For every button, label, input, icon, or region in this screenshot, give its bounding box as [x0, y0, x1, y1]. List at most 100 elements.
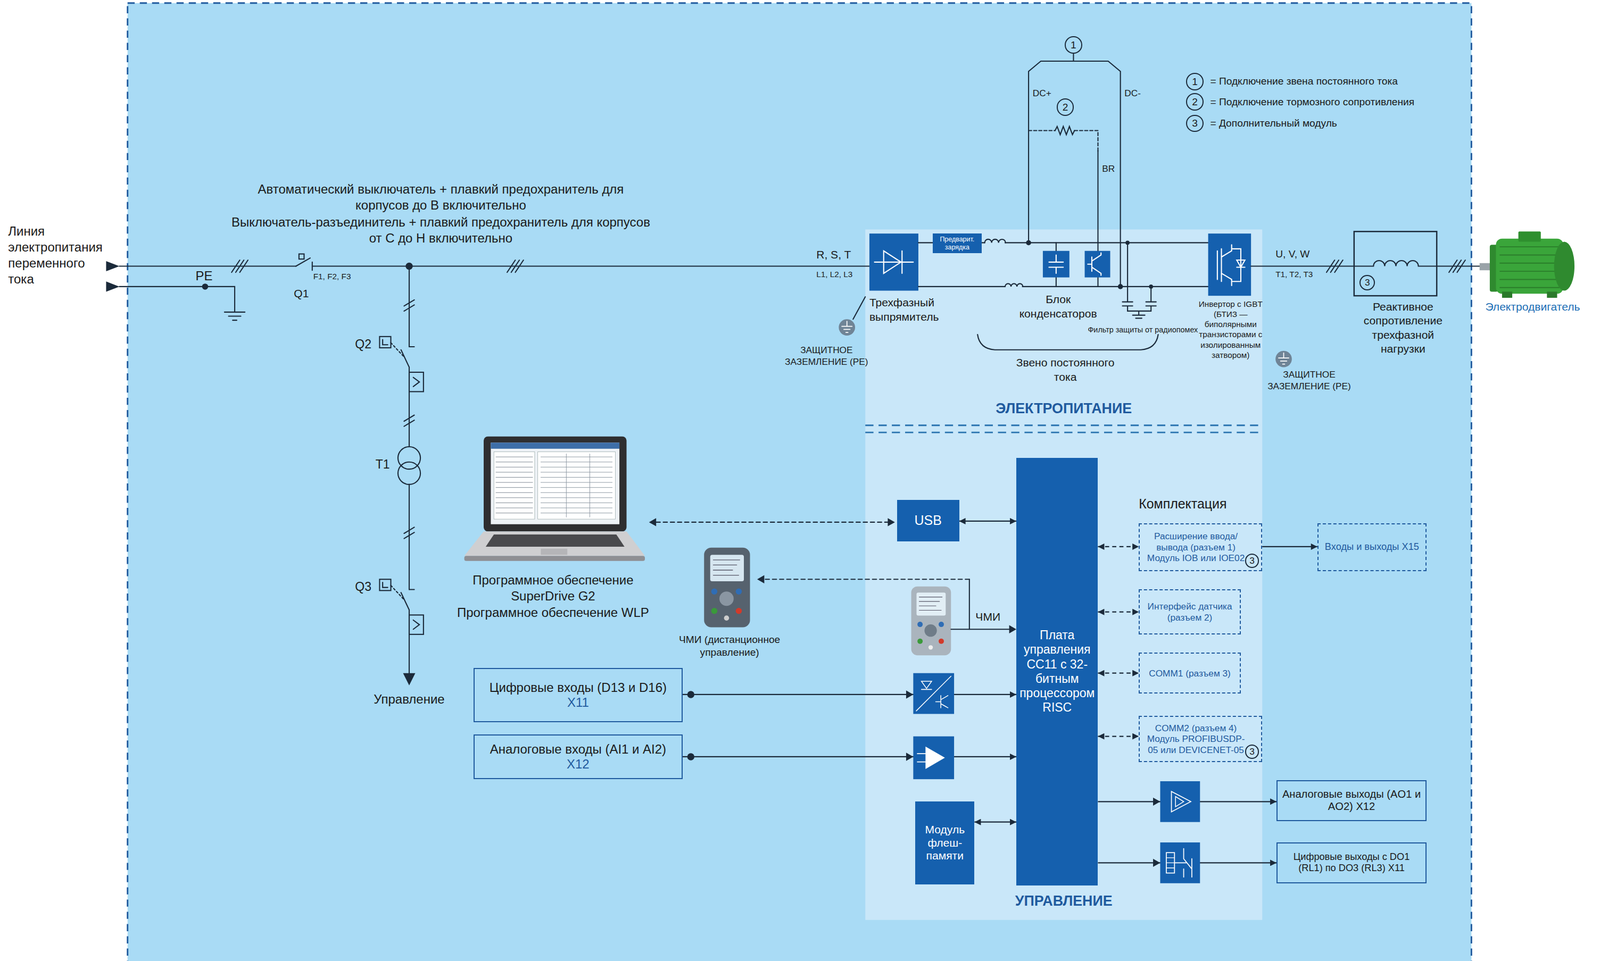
node-text: COMM1 (разъем 3) [1148, 668, 1231, 679]
breaker-symbol [409, 615, 424, 635]
relay-output-symbol [1159, 842, 1200, 884]
laptop-image [485, 534, 625, 547]
input-terminal-dot [906, 690, 914, 699]
label-text: Блок конденсаторов [1013, 292, 1104, 321]
reactor-symbol [1354, 231, 1482, 296]
node-text: COMM2 (разъем 4) Модуль PROFIBUSDP-05 ил… [1142, 723, 1249, 756]
node-text: USB [914, 512, 942, 529]
usb-box: USB [897, 500, 960, 543]
optocoupler-symbol [921, 681, 932, 689]
motor-image [1546, 291, 1557, 298]
input-terminal-dot [1153, 859, 1160, 868]
breaker-symbol [413, 377, 420, 387]
connector [1097, 546, 1139, 548]
legend-text: = Подключение звена постоянного тока [1209, 75, 1398, 88]
hmi-image [911, 586, 952, 657]
flash-module: Модуль флеш-памяти [915, 801, 975, 885]
callout-number: 1 [1186, 72, 1204, 91]
transformer-symbol [398, 446, 421, 485]
connector [1262, 546, 1318, 548]
ground-symbol [1275, 351, 1292, 368]
laptop-link [649, 518, 657, 527]
brake-chopper [1084, 251, 1111, 287]
hmi-image [703, 548, 750, 628]
analog-output-symbol [1171, 791, 1191, 812]
supply-line [119, 265, 296, 267]
control-branch [403, 673, 416, 686]
input-terminal-dot [906, 752, 914, 761]
optocoupler-symbol [916, 676, 951, 711]
emc-filter [1122, 242, 1157, 319]
dc-bus [1005, 283, 1023, 287]
label-text: DC- [1124, 87, 1156, 100]
legend-text: = Подключение тормозного сопротивления [1209, 96, 1415, 109]
rectifier-symbol [869, 233, 919, 291]
drawing [105, 54, 1575, 884]
control-board: Плата управления CC11 с 32-битным процес… [1016, 458, 1098, 886]
node-text: Входы и выходы X15 [1324, 541, 1420, 553]
label-text: Инвертор с IGBT (БТИЗ — биполярными тран… [1186, 299, 1275, 361]
legend-text: = Дополнительный модуль [1209, 117, 1337, 130]
optocoupler-symbol [935, 695, 949, 709]
laptop-image [493, 452, 535, 520]
supply-line [231, 260, 248, 273]
hmi-image [916, 592, 946, 616]
breaker-symbol [390, 585, 404, 601]
supply-line [312, 265, 870, 267]
hmi-image [710, 554, 744, 582]
label-text: Q2 [354, 336, 382, 353]
analog-output-symbol [1159, 781, 1200, 823]
motor-line [1326, 260, 1343, 273]
control-branch [408, 266, 410, 676]
breaker-symbol [409, 589, 415, 591]
label-text: ЗАЩИТНОЕ ЗАЗЕМЛЕНИЕ (PE) [1265, 369, 1353, 393]
laptop-image [464, 556, 645, 562]
callout-number: 3 [1186, 114, 1204, 133]
rectifier-symbol [901, 251, 903, 274]
analog-input-symbol [913, 736, 955, 781]
breaker-symbol [382, 340, 388, 346]
hmi-image [703, 548, 750, 628]
analog-output-symbol [1159, 781, 1200, 823]
hmi-image [711, 608, 718, 615]
supply-line [119, 286, 235, 313]
input-terminal-dot [687, 691, 695, 699]
rectifier-symbol [874, 261, 914, 263]
label-text: Комплектация [1138, 495, 1272, 513]
dc-bus [918, 54, 1209, 290]
connector [959, 520, 1017, 522]
optocoupler-symbol [913, 673, 955, 715]
brake-resistor [1074, 130, 1098, 151]
motor-image [1502, 291, 1513, 298]
relay-output-symbol [1166, 858, 1175, 869]
optocoupler-symbol [913, 673, 955, 715]
hmi-image [713, 560, 740, 576]
connector [1097, 736, 1139, 738]
supply-line [105, 261, 120, 272]
motor-image [1518, 231, 1541, 242]
hmi-link [950, 628, 1009, 630]
analog-input-symbol [917, 753, 926, 762]
hmi-image [928, 645, 933, 650]
control-branch [403, 415, 414, 427]
ground-symbol [1275, 351, 1292, 368]
label-text: Q1 [293, 286, 325, 301]
node-text: Аналоговые выходы (AO1 и AO2) X12 [1280, 788, 1423, 815]
node-text: УПРАВЛЕНИЕ [1015, 893, 1113, 911]
label-text: ЧМИ (дистанционное управление) [673, 633, 786, 660]
section-divider [865, 432, 1263, 434]
motor-image [1479, 231, 1575, 298]
label-text: Фильтр защиты от радиопомех [1076, 325, 1209, 336]
dc-bus [1028, 61, 1121, 287]
node-text: Цифровые выходы с DO1 (RL1) по DO3 (RL3)… [1280, 851, 1423, 875]
hmi-link [1009, 625, 1017, 634]
label-text: Электродвигатель [1471, 300, 1594, 314]
label-text: Q3 [354, 579, 382, 595]
motor-image [1495, 238, 1564, 295]
label-text: PE [188, 268, 220, 285]
bracket [977, 334, 1158, 351]
node-text: X11 [567, 695, 590, 711]
label-text: Звено постоянного тока [1014, 355, 1117, 385]
input-box: Аналоговые входы (AI1 и AI2)X12 [473, 734, 683, 780]
capacitor-bank [1042, 251, 1070, 278]
